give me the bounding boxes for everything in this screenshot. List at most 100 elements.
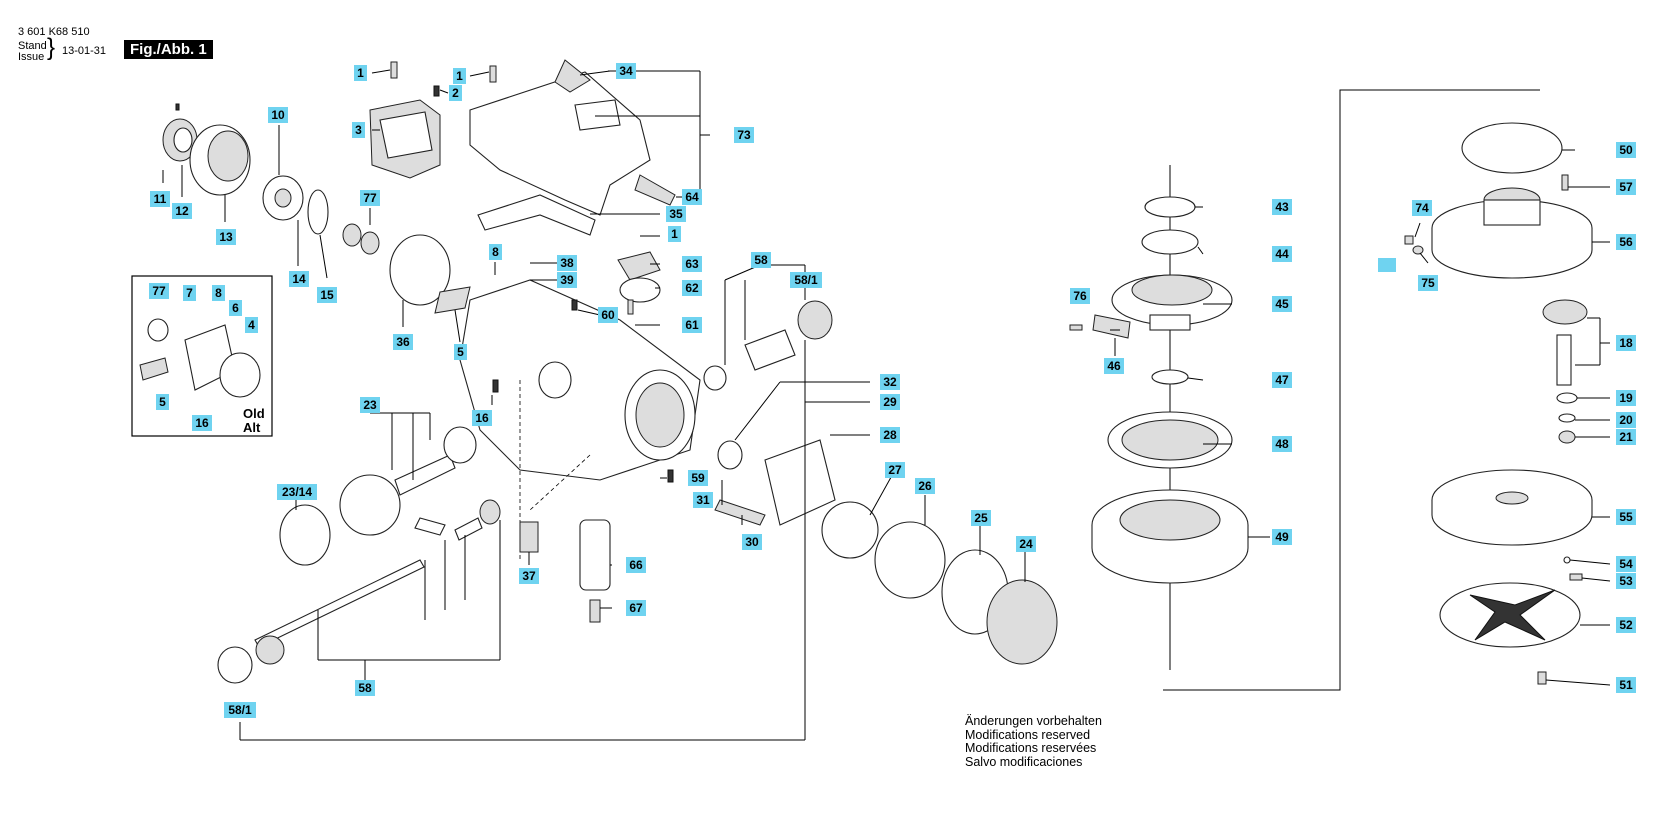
svg-text:3: 3 <box>355 123 362 137</box>
svg-text:61: 61 <box>685 318 699 332</box>
gear-45 <box>1111 274 1233 331</box>
svg-text:66: 66 <box>629 558 643 572</box>
issue-date: 13-01-31 <box>62 45 107 57</box>
svg-text:29: 29 <box>883 395 897 409</box>
svg-text:35: 35 <box>669 207 683 221</box>
svg-text:48: 48 <box>1275 437 1289 451</box>
callout: 50 <box>1616 142 1636 158</box>
tube-58b <box>744 329 796 371</box>
callout: 8 <box>212 285 225 301</box>
callout: 75 <box>1418 275 1438 291</box>
callout: 64 <box>682 189 702 205</box>
svg-text:77: 77 <box>152 284 166 298</box>
part-number: 3 601 K68 510 <box>18 26 90 38</box>
pin-59 <box>667 469 674 483</box>
svg-text:10: 10 <box>271 108 285 122</box>
callout: 61 <box>682 317 702 333</box>
callout: 7 <box>183 285 196 301</box>
svg-text:74: 74 <box>1415 201 1429 215</box>
lens-holder-28 <box>764 439 836 526</box>
strip-46 <box>1092 314 1131 339</box>
svg-text:67: 67 <box>629 601 643 615</box>
inset-box <box>131 275 273 437</box>
callout: 32 <box>880 374 900 390</box>
callout: 56 <box>1616 234 1636 250</box>
svg-text:5: 5 <box>159 395 166 409</box>
svg-text:34: 34 <box>619 64 633 78</box>
callout: 29 <box>880 394 900 410</box>
screw-61 <box>627 299 634 315</box>
svg-text:11: 11 <box>154 192 167 206</box>
svg-text:23/14: 23/14 <box>282 485 312 499</box>
pin-74 <box>1404 235 1414 245</box>
callout: 12 <box>172 203 192 219</box>
drive-shaft-58 <box>254 559 425 648</box>
plate-30 <box>714 499 766 526</box>
svg-text:14: 14 <box>292 272 306 286</box>
svg-text:43: 43 <box>1275 200 1289 214</box>
callout: 67 <box>626 600 646 616</box>
callout: 36 <box>393 334 413 350</box>
circlip-44 <box>1141 229 1199 255</box>
svg-text:23: 23 <box>363 398 377 412</box>
washer-20 <box>1558 413 1576 423</box>
callout: 5 <box>454 344 467 360</box>
pin-76 <box>1069 324 1083 331</box>
callout: 4 <box>245 317 258 333</box>
inset-strip-5 <box>139 357 169 381</box>
mount-63 <box>617 251 661 281</box>
callout: 48 <box>1272 436 1292 452</box>
ring-58-1 <box>797 300 833 340</box>
svg-text:39: 39 <box>560 273 574 287</box>
svg-text:58/1: 58/1 <box>794 273 818 287</box>
coupler-58 <box>255 635 285 665</box>
svg-text:16: 16 <box>195 416 209 430</box>
issue-label: Issue <box>18 51 45 63</box>
cylinder-66 <box>579 519 611 591</box>
svg-text:32: 32 <box>883 375 897 389</box>
svg-text:60: 60 <box>601 308 615 322</box>
screw-57 <box>1561 174 1569 191</box>
o-ring-36 <box>389 234 451 306</box>
cover-73 <box>469 59 676 216</box>
svg-text:47: 47 <box>1275 373 1289 387</box>
callout: 13 <box>216 229 236 245</box>
svg-text:27: 27 <box>888 463 902 477</box>
svg-text:8: 8 <box>215 286 222 300</box>
svg-text:46: 46 <box>1107 359 1121 373</box>
bearing-77b <box>360 231 380 255</box>
callout: 14 <box>289 271 309 287</box>
svg-text:53: 53 <box>1619 574 1633 588</box>
svg-text:58/1: 58/1 <box>228 703 252 717</box>
screw-67 <box>589 599 601 623</box>
callout: 58 <box>751 252 771 268</box>
nut-21 <box>1558 430 1576 444</box>
focus-body-23 <box>339 474 401 536</box>
sleeve-26 <box>874 521 946 599</box>
note-line: Änderungen vorbehalten <box>965 714 1102 728</box>
svg-text:45: 45 <box>1275 297 1289 311</box>
callout: 1 <box>354 65 367 81</box>
figure-label: Fig./Abb. 1 <box>124 40 213 59</box>
callout: 25 <box>971 510 991 526</box>
screw-16 <box>492 379 499 393</box>
disc-15 <box>307 189 329 235</box>
housing-body <box>459 279 701 560</box>
spring-plate-arms <box>1469 589 1556 641</box>
svg-text:30: 30 <box>745 535 759 549</box>
callout: 51 <box>1616 677 1636 693</box>
focus-shaft <box>394 454 456 496</box>
screw-51 <box>1537 671 1547 685</box>
scale-ring-49 <box>1091 489 1249 584</box>
bracket-lines <box>1163 89 1540 691</box>
cap-24 <box>986 579 1058 665</box>
circlip-47 <box>1151 369 1189 385</box>
callout: 5 <box>156 394 169 410</box>
svg-text:77: 77 <box>363 191 377 205</box>
svg-text:8: 8 <box>492 245 499 259</box>
o-ring-27 <box>821 501 879 559</box>
plate-55 <box>1431 469 1593 546</box>
callout: 76 <box>1070 288 1090 304</box>
svg-text:20: 20 <box>1619 413 1633 427</box>
